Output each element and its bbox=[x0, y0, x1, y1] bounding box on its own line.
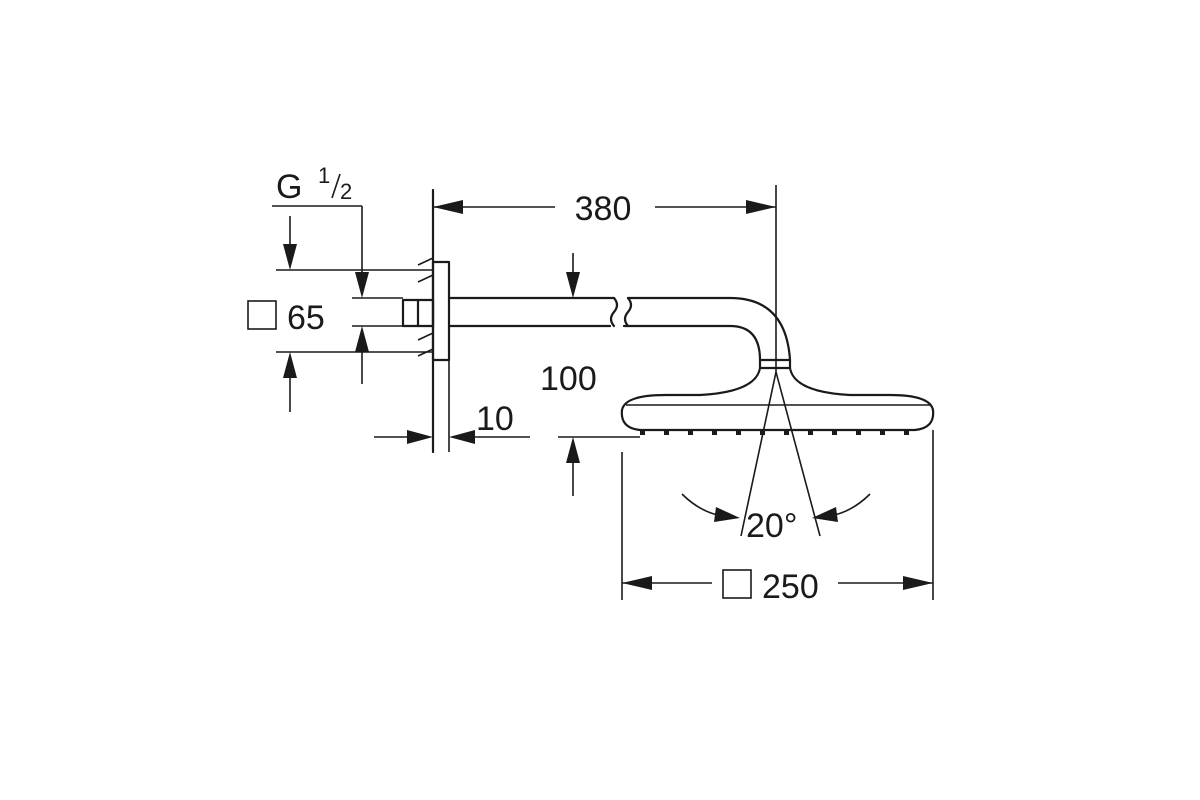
thread-g-label: G bbox=[276, 168, 302, 206]
thread-numerator: 1 bbox=[318, 163, 330, 188]
square-symbol-icon bbox=[722, 569, 752, 599]
shower-arm bbox=[447, 296, 792, 362]
dimension-arm-height: 100 bbox=[540, 253, 640, 496]
flange-size-label: 65 bbox=[287, 299, 325, 337]
wall-offset-label: 10 bbox=[476, 400, 514, 438]
dimension-thread: G 1 2 bbox=[272, 163, 403, 299]
thread-denominator: 2 bbox=[340, 179, 352, 204]
dimension-flange: 65 bbox=[247, 269, 433, 412]
head-size-label: 250 bbox=[762, 568, 819, 606]
wall-flange bbox=[401, 188, 451, 454]
dimension-tilt-angle: 20° bbox=[681, 371, 871, 545]
tilt-angle-label: 20° bbox=[746, 507, 797, 545]
dimension-head-size: 250 bbox=[621, 430, 934, 606]
shower-head bbox=[620, 358, 935, 435]
arm-length-label: 380 bbox=[575, 190, 632, 228]
dimension-arm-length: 380 bbox=[433, 185, 777, 372]
arm-height-label: 100 bbox=[540, 360, 597, 398]
square-symbol-icon bbox=[247, 300, 277, 330]
dimension-wall-offset: 10 bbox=[374, 360, 530, 452]
